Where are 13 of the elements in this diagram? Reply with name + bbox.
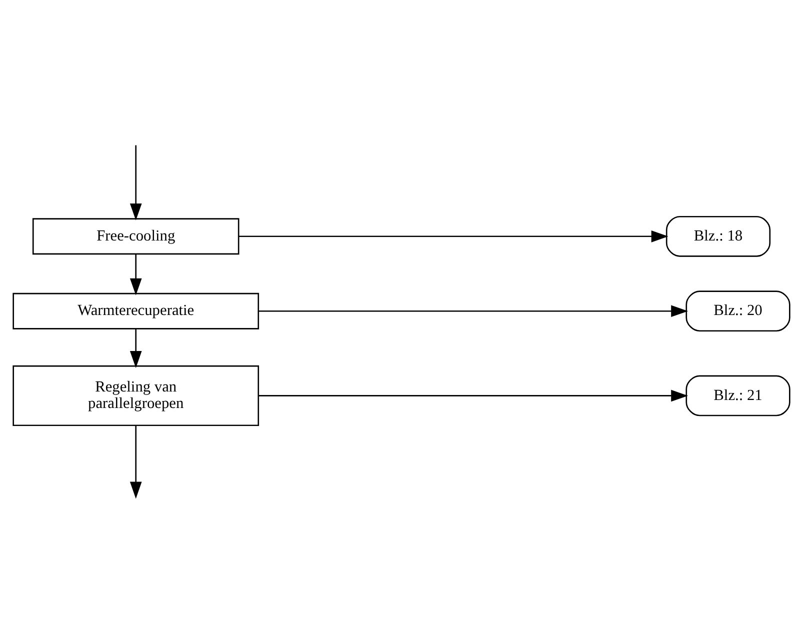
arrow xyxy=(238,230,668,242)
arrow xyxy=(130,144,142,220)
node-box: Regeling van parallelgroepen xyxy=(12,364,260,426)
arrow xyxy=(130,328,142,368)
arrow xyxy=(130,254,142,295)
node-box: Blz.: 20 xyxy=(686,290,790,332)
arrow xyxy=(258,304,688,317)
node-box: Blz.: 21 xyxy=(686,374,790,416)
node-box: Warmterecuperatie xyxy=(12,292,260,329)
arrow xyxy=(258,389,688,402)
arrow xyxy=(130,425,142,498)
node-box: Blz.: 18 xyxy=(666,215,771,256)
node-box: Free-cooling xyxy=(32,218,240,254)
